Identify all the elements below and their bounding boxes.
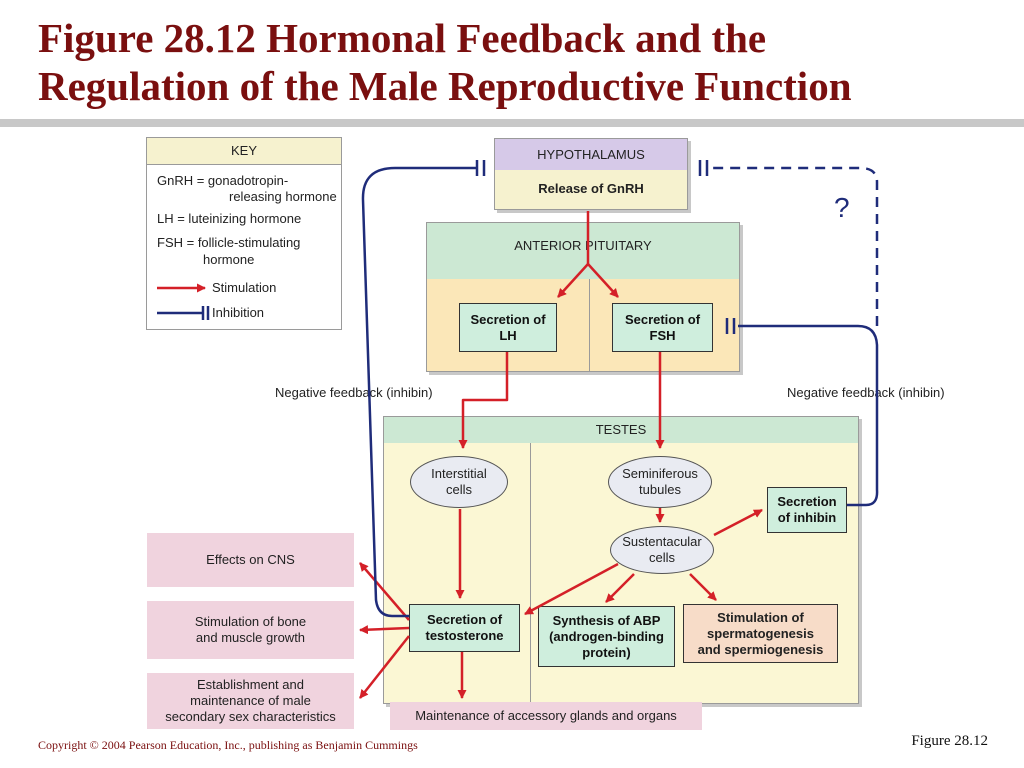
testosterone-line1: Secretion of [426,612,503,627]
sustentacular-to-inhibin-arrow [713,508,763,537]
pituitary-divider [589,279,590,371]
testosterone-line2: testosterone [425,628,504,643]
arrow-to-lh [557,263,589,298]
title-line-2: Regulation of the Male Reproductive Func… [38,63,852,109]
sperm-line3: and spermiogenesis [697,641,824,657]
hypothalamus-header: HYPOTHALAMUS [495,139,687,170]
testosterone-to-bone-arrow [359,625,410,635]
testosterone-to-sex-arrow [359,635,410,699]
key-stimulation-label: Stimulation [212,280,277,295]
abp-line3: protein) [582,644,631,660]
key-gnrh-line2: releasing hormone [229,189,337,204]
seminiferous-line1: Seminiferous [622,466,698,481]
key-header: KEY [147,138,341,165]
interstitial-line1: Interstitial [431,466,487,481]
abp-line2: (androgen-binding [549,628,664,644]
negative-feedback-left-label: Negative feedback (inhibin) [275,385,433,400]
accessory-glands-box: Maintenance of accessory glands and orga… [390,702,702,730]
testes-divider [530,443,531,703]
slide-title: Figure 28.12 Hormonal Feedback and the R… [38,14,998,110]
lh-to-interstitial-arrow [458,352,509,449]
key-inhibition-label: Inhibition [212,305,265,320]
inhibin-hypothalamus-dashed-line [710,166,879,326]
abp-line1: Synthesis of ABP [552,612,661,628]
interstitial-line2: cells [445,482,472,497]
cns-effects-text: Effects on CNS [206,552,295,567]
seminiferous-line2: tubules [639,482,681,497]
figure-number: Figure 28.12 [911,733,988,749]
sperm-line2: spermatogenesis [707,625,814,641]
sustentacular-to-spermatogenesis-arrow [689,573,717,601]
fsh-secretion-line2: FSH [649,327,676,343]
sex-line2: maintenance of male [190,693,311,708]
key-gnrh-line1: GnRH = gonadotropin- [157,173,289,188]
testosterone-inhibition-line [361,166,476,618]
key-fsh-line2: hormone [203,252,255,267]
key-fsh-line1: FSH = follicle-stimulating [157,235,301,250]
sperm-line1: Stimulation of [717,609,804,625]
hypothalamus-box: HYPOTHALAMUS Release of GnRH [494,138,688,210]
title-line-1: Figure 28.12 Hormonal Feedback and the [38,15,767,61]
unknown-feedback-question-mark: ? [834,192,850,223]
fsh-secretion-line1: Secretion of [624,311,701,327]
negative-feedback-right-label: Negative feedback (inhibin) [787,385,945,400]
sustentacular-to-testosterone-arrow [524,562,619,616]
sex-line3: secondary sex characteristics [165,709,336,724]
key-legend: KEY GnRH = gonadotropin- releasing hormo… [146,137,342,330]
sustentacular-line1: Sustentacular [622,534,702,549]
sex-line1: Establishment and [197,677,304,692]
inhibin-line1: Secretion [777,494,837,509]
anterior-pituitary-header: ANTERIOR PITUITARY [427,223,739,279]
testosterone-to-cns-arrow [359,562,410,621]
accessory-glands-text: Maintenance of accessory glands and orga… [415,708,677,723]
copyright-notice: Copyright © 2004 Pearson Education, Inc.… [38,738,418,752]
lh-secretion-line1: Secretion of [470,311,546,327]
arrow-to-fsh [587,263,619,298]
title-divider [0,119,1024,127]
bone-line1: Stimulation of bone [194,614,307,629]
key-inhibition-symbol [157,306,210,320]
sustentacular-line2: cells [648,550,675,565]
sustentacular-to-abp-arrow [605,573,635,603]
inhibin-inhibition-line [738,324,879,507]
bone-line2: and muscle growth [195,630,306,645]
lh-secretion-line2: LH [499,327,517,343]
cns-effects-box: Effects on CNS [147,533,354,587]
key-lh: LH = luteinizing hormone [157,211,302,226]
gnrh-release: Release of GnRH [538,181,644,196]
inhibin-line2: of inhibin [777,510,837,525]
